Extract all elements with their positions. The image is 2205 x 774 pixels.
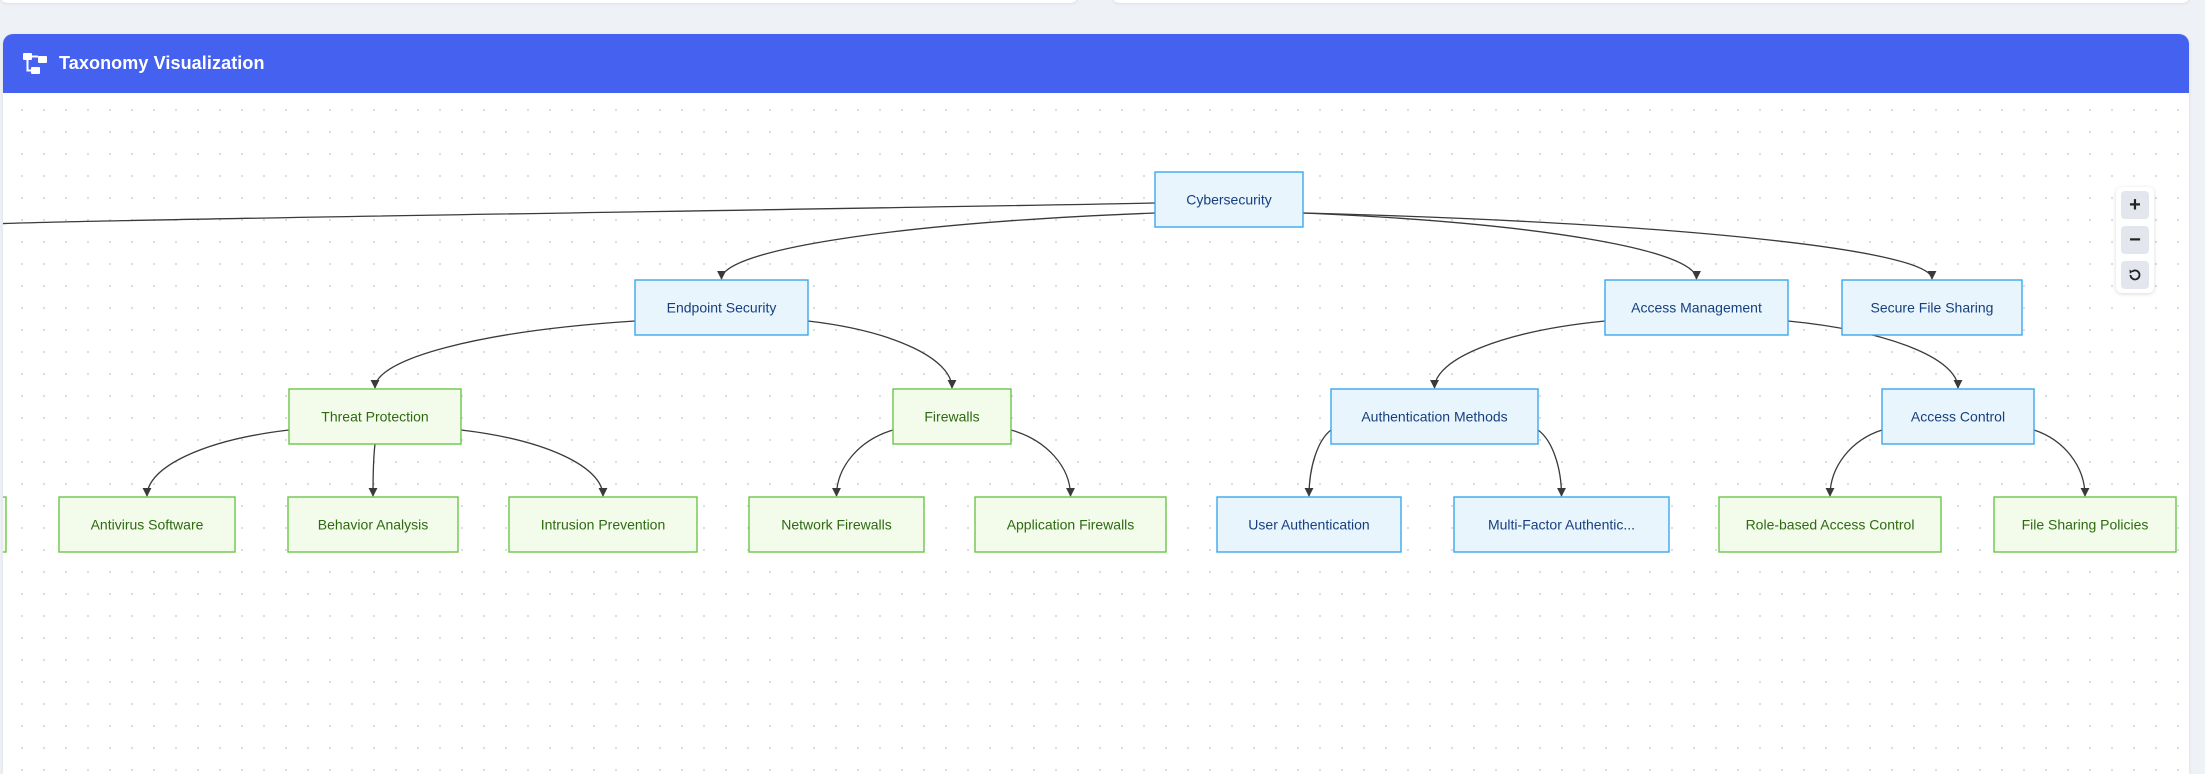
tree-edge [716, 212, 1156, 280]
zoom-in-button[interactable]: + [2121, 191, 2149, 219]
node-label: Secure File Sharing [1871, 300, 1994, 316]
node-box [892, 388, 1012, 445]
node-box [1154, 171, 1304, 228]
zoom-out-button[interactable]: − [2121, 226, 2149, 254]
node-firewalls[interactable]: Firewalls [892, 388, 1012, 445]
node-box [288, 388, 462, 445]
node-file-sharing-policies[interactable]: File Sharing Policies [1993, 496, 2177, 553]
panel-title: Taxonomy Visualization [59, 53, 265, 73]
top-card-right [1112, 0, 2190, 3]
node-endpoint-security[interactable]: Endpoint Security [634, 279, 809, 336]
panel-header: Taxonomy Visualization [3, 34, 2189, 93]
node-application-firewalls[interactable]: Application Firewalls [974, 496, 1167, 553]
node-box [508, 496, 698, 553]
node-label: Application Firewalls [1007, 517, 1135, 533]
node-box [1330, 388, 1539, 445]
node-user-authentication[interactable]: User Authentication [1216, 496, 1402, 553]
tree-edge [3, 202, 1156, 225]
node-label: Access Control [1911, 409, 2005, 425]
tree-edge [460, 429, 608, 497]
node-box [1881, 388, 2035, 445]
node-box [1216, 496, 1402, 553]
node-intrusion-prevention[interactable]: Intrusion Prevention [508, 496, 698, 553]
tree-edge [1302, 212, 1702, 280]
node-label: Cybersecurity [1186, 192, 1272, 208]
reset-view-button[interactable] [2121, 261, 2149, 289]
node-multi-factor-authentication[interactable]: Multi-Factor Authentic... [1453, 496, 1670, 553]
node-label: Network Firewalls [781, 517, 891, 533]
node-label: Antivirus Software [91, 517, 204, 533]
node-label: Role-based Access Control [1746, 517, 1915, 533]
node-threat-protection[interactable]: Threat Protection [288, 388, 462, 445]
node-authentication-methods[interactable]: Authentication Methods [1330, 388, 1539, 445]
tree-edge [1010, 429, 1076, 497]
node-box [748, 496, 925, 553]
node-access-management[interactable]: Access Management [1604, 279, 1789, 336]
tree-edge [368, 443, 378, 497]
tree-edge [1304, 429, 1332, 497]
node-access-control[interactable]: Access Control [1881, 388, 2035, 445]
reset-icon [2129, 269, 2141, 281]
node-antivirus-software[interactable]: Antivirus Software [58, 496, 236, 553]
node-secure-file-sharing[interactable]: Secure File Sharing [1841, 279, 2023, 336]
tree-edge [370, 320, 636, 389]
node-offscreen-left-leaf[interactable] [3, 496, 7, 553]
tree-edge [1825, 429, 1883, 497]
node-label: Behavior Analysis [318, 517, 429, 533]
node-box [287, 496, 459, 553]
node-label: File Sharing Policies [2022, 517, 2149, 533]
node-label: User Authentication [1248, 517, 1369, 533]
node-box [58, 496, 236, 553]
node-label: Firewalls [924, 409, 979, 425]
node-box [1453, 496, 1670, 553]
node-behavior-analysis[interactable]: Behavior Analysis [287, 496, 459, 553]
node-box [1718, 496, 1942, 553]
node-box [1604, 279, 1789, 336]
node-box [1993, 496, 2177, 553]
zoom-controls: + − [2116, 187, 2154, 293]
node-label: Endpoint Security [667, 300, 777, 316]
node-label: Multi-Factor Authentic... [1488, 517, 1635, 533]
tree-edge [1537, 429, 1567, 497]
node-label: Intrusion Prevention [541, 517, 666, 533]
tree-edge [2033, 429, 2090, 497]
tree-edge [1429, 320, 1606, 389]
node-box [3, 496, 7, 553]
node-box [634, 279, 809, 336]
tree-edge [1787, 320, 1963, 389]
tree-edge [1302, 212, 1937, 280]
node-label: Access Management [1631, 300, 1762, 316]
node-cybersecurity[interactable]: Cybersecurity [1154, 171, 1304, 228]
hierarchy-icon [23, 53, 47, 74]
tree-edge [142, 429, 290, 497]
node-label: Threat Protection [321, 409, 428, 425]
node-box [974, 496, 1167, 553]
node-role-based-access-control[interactable]: Role-based Access Control [1718, 496, 1942, 553]
node-label: Authentication Methods [1361, 409, 1507, 425]
node-network-firewalls[interactable]: Network Firewalls [748, 496, 925, 553]
tree-edge [831, 429, 894, 497]
top-card-left [0, 0, 1078, 3]
node-box [1841, 279, 2023, 336]
tree-edge [807, 320, 957, 389]
